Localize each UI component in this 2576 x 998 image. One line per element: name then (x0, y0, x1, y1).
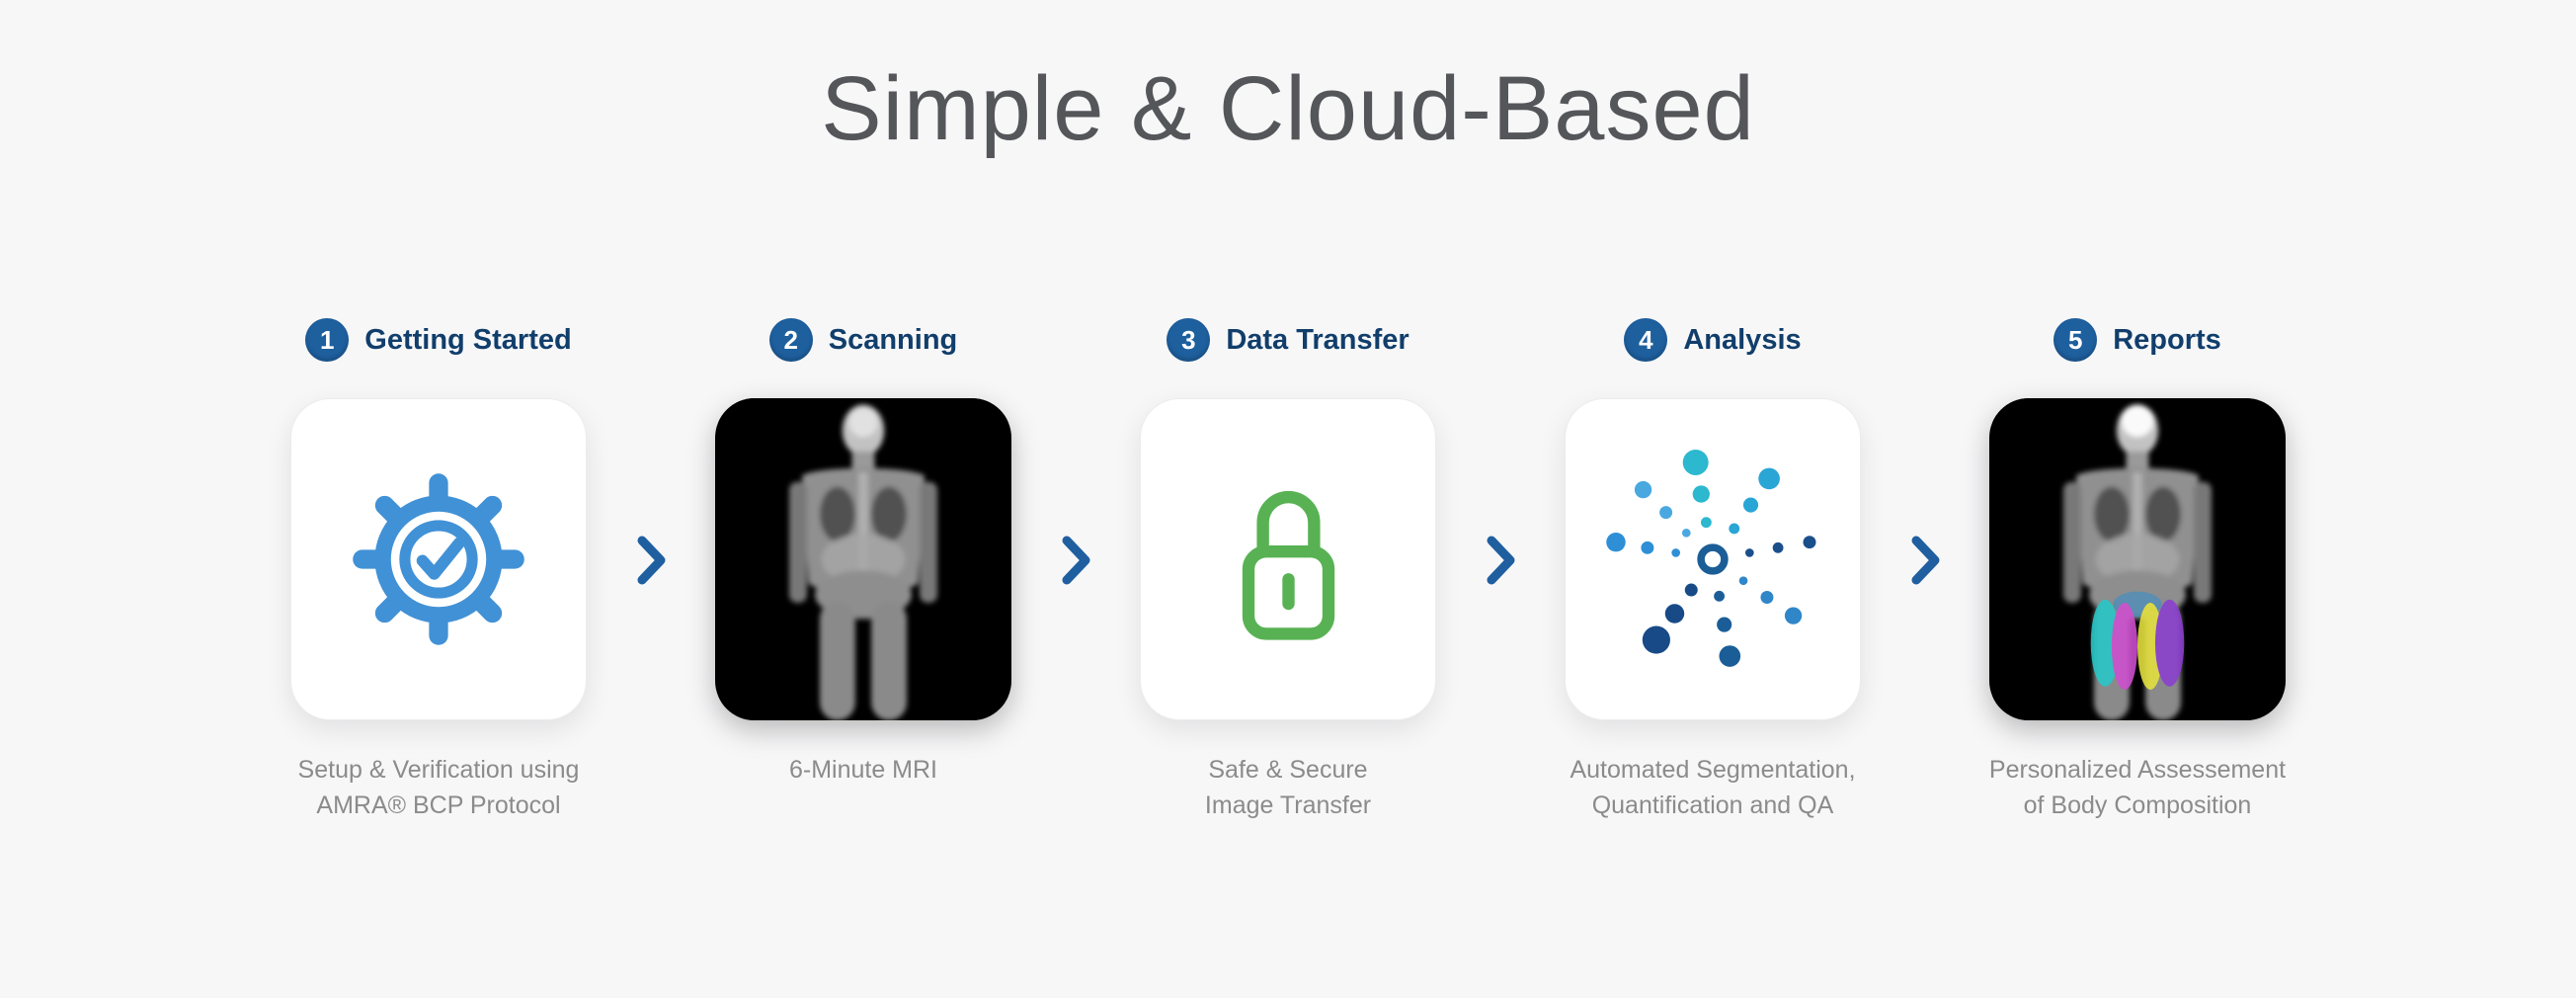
caption-line: 6-Minute MRI (788, 756, 938, 784)
step-caption: 6-Minute MRI (789, 752, 937, 788)
caption-line: Automated Segmentation, (1570, 756, 1856, 784)
step-number-badge: 5 (2053, 318, 2098, 362)
step-card (715, 398, 1011, 720)
step-card (1989, 398, 2286, 720)
step-label: Scanning (828, 323, 958, 356)
caption-line: Image Transfer (1204, 791, 1372, 819)
chevron-right-icon (602, 532, 700, 589)
step-card (1140, 398, 1436, 720)
step-header: 4 Analysis (1624, 317, 1802, 363)
padlock-icon (1242, 490, 1334, 640)
step-number-badge: 2 (768, 318, 813, 362)
step-getting-started: 1 Getting Started Set (276, 317, 602, 823)
caption-line: of Body Composition (2023, 791, 2252, 819)
chevron-right-icon (1451, 532, 1550, 589)
step-header: 5 Reports (2053, 317, 2221, 363)
chevron-right-icon (1026, 532, 1125, 589)
step-header: 2 Scanning (768, 317, 958, 363)
step-caption: Safe & Secure Image Transfer (1205, 752, 1371, 823)
process-steps-row: 1 Getting Started Set (0, 317, 2576, 823)
step-label: Reports (2113, 323, 2221, 356)
step-caption: Setup & Verification using AMRA® BCP Pro… (298, 752, 580, 823)
caption-line: Safe & Secure (1208, 756, 1368, 784)
chevron-right-icon (1876, 532, 1974, 589)
step-number-badge: 4 (1624, 318, 1668, 362)
page-title: Simple & Cloud-Based (821, 58, 1755, 159)
segmented-mri-image (1992, 398, 2283, 720)
caption-line: Setup & Verification using (297, 756, 580, 784)
step-reports: 5 Reports (1974, 317, 2300, 823)
step-label: Getting Started (364, 323, 572, 356)
caption-line: Quantification and QA (1591, 791, 1834, 819)
step-label: Data Transfer (1226, 323, 1409, 356)
step-scanning: 2 Scanning (700, 317, 1026, 788)
step-card (1565, 398, 1861, 720)
step-data-transfer: 3 Data Transfer Safe & Secure Image Tran… (1125, 317, 1451, 823)
caption-line: AMRA® BCP Protocol (316, 791, 561, 819)
step-header: 3 Data Transfer (1167, 317, 1409, 363)
step-label: Analysis (1683, 323, 1802, 356)
mri-scan-image (718, 398, 1008, 720)
step-caption: Automated Segmentation, Quantification a… (1570, 752, 1855, 823)
caption-line: Personalized Assessement (1988, 756, 2287, 784)
step-card (290, 398, 587, 720)
step-number-badge: 1 (305, 318, 350, 362)
dots-burst-icon (1606, 450, 1816, 667)
gear-check-icon (353, 473, 524, 645)
step-header: 1 Getting Started (305, 317, 572, 363)
step-analysis: 4 Analysis (1550, 317, 1876, 823)
step-number-badge: 3 (1167, 318, 1211, 362)
step-caption: Personalized Assessement of Body Composi… (1989, 752, 2286, 823)
